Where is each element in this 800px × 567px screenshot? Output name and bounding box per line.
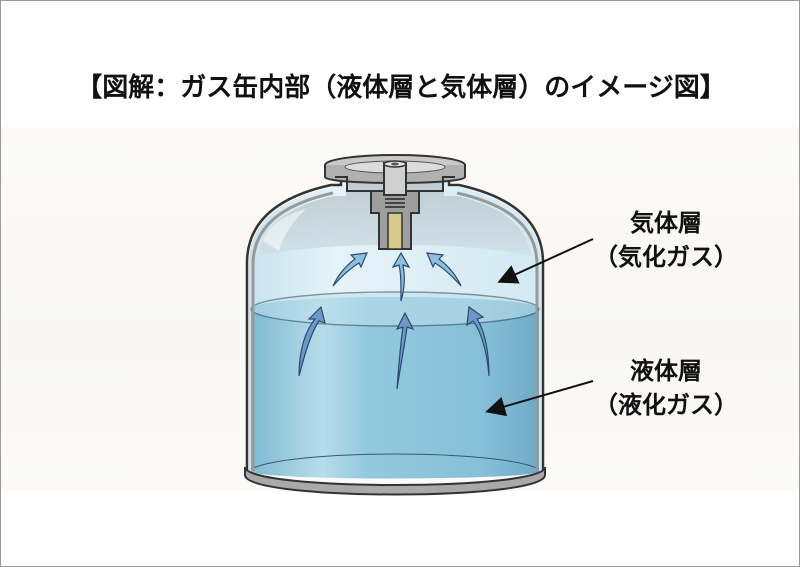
valve-assembly	[324, 154, 466, 250]
liquid-layer-pointer	[485, 380, 594, 417]
evaporation-arrows	[298, 251, 490, 390]
gas-layer-label: 気体層 （気化ガス）	[586, 206, 746, 274]
gas-layer-pointer	[497, 238, 594, 284]
liquid-layer-label: 液体層 （液化ガス）	[586, 354, 746, 422]
gas-layer-title: 気体層	[630, 209, 702, 237]
gas-layer-subtitle: （気化ガス）	[594, 243, 738, 271]
diagram-title: 【図解：ガス缶内部（液体層と気体層）のイメージ図】	[76, 73, 726, 103]
liquid-layer-subtitle: （液化ガス）	[594, 391, 738, 419]
can-body	[244, 171, 546, 496]
liquid-layer-title: 液体層	[630, 357, 702, 385]
